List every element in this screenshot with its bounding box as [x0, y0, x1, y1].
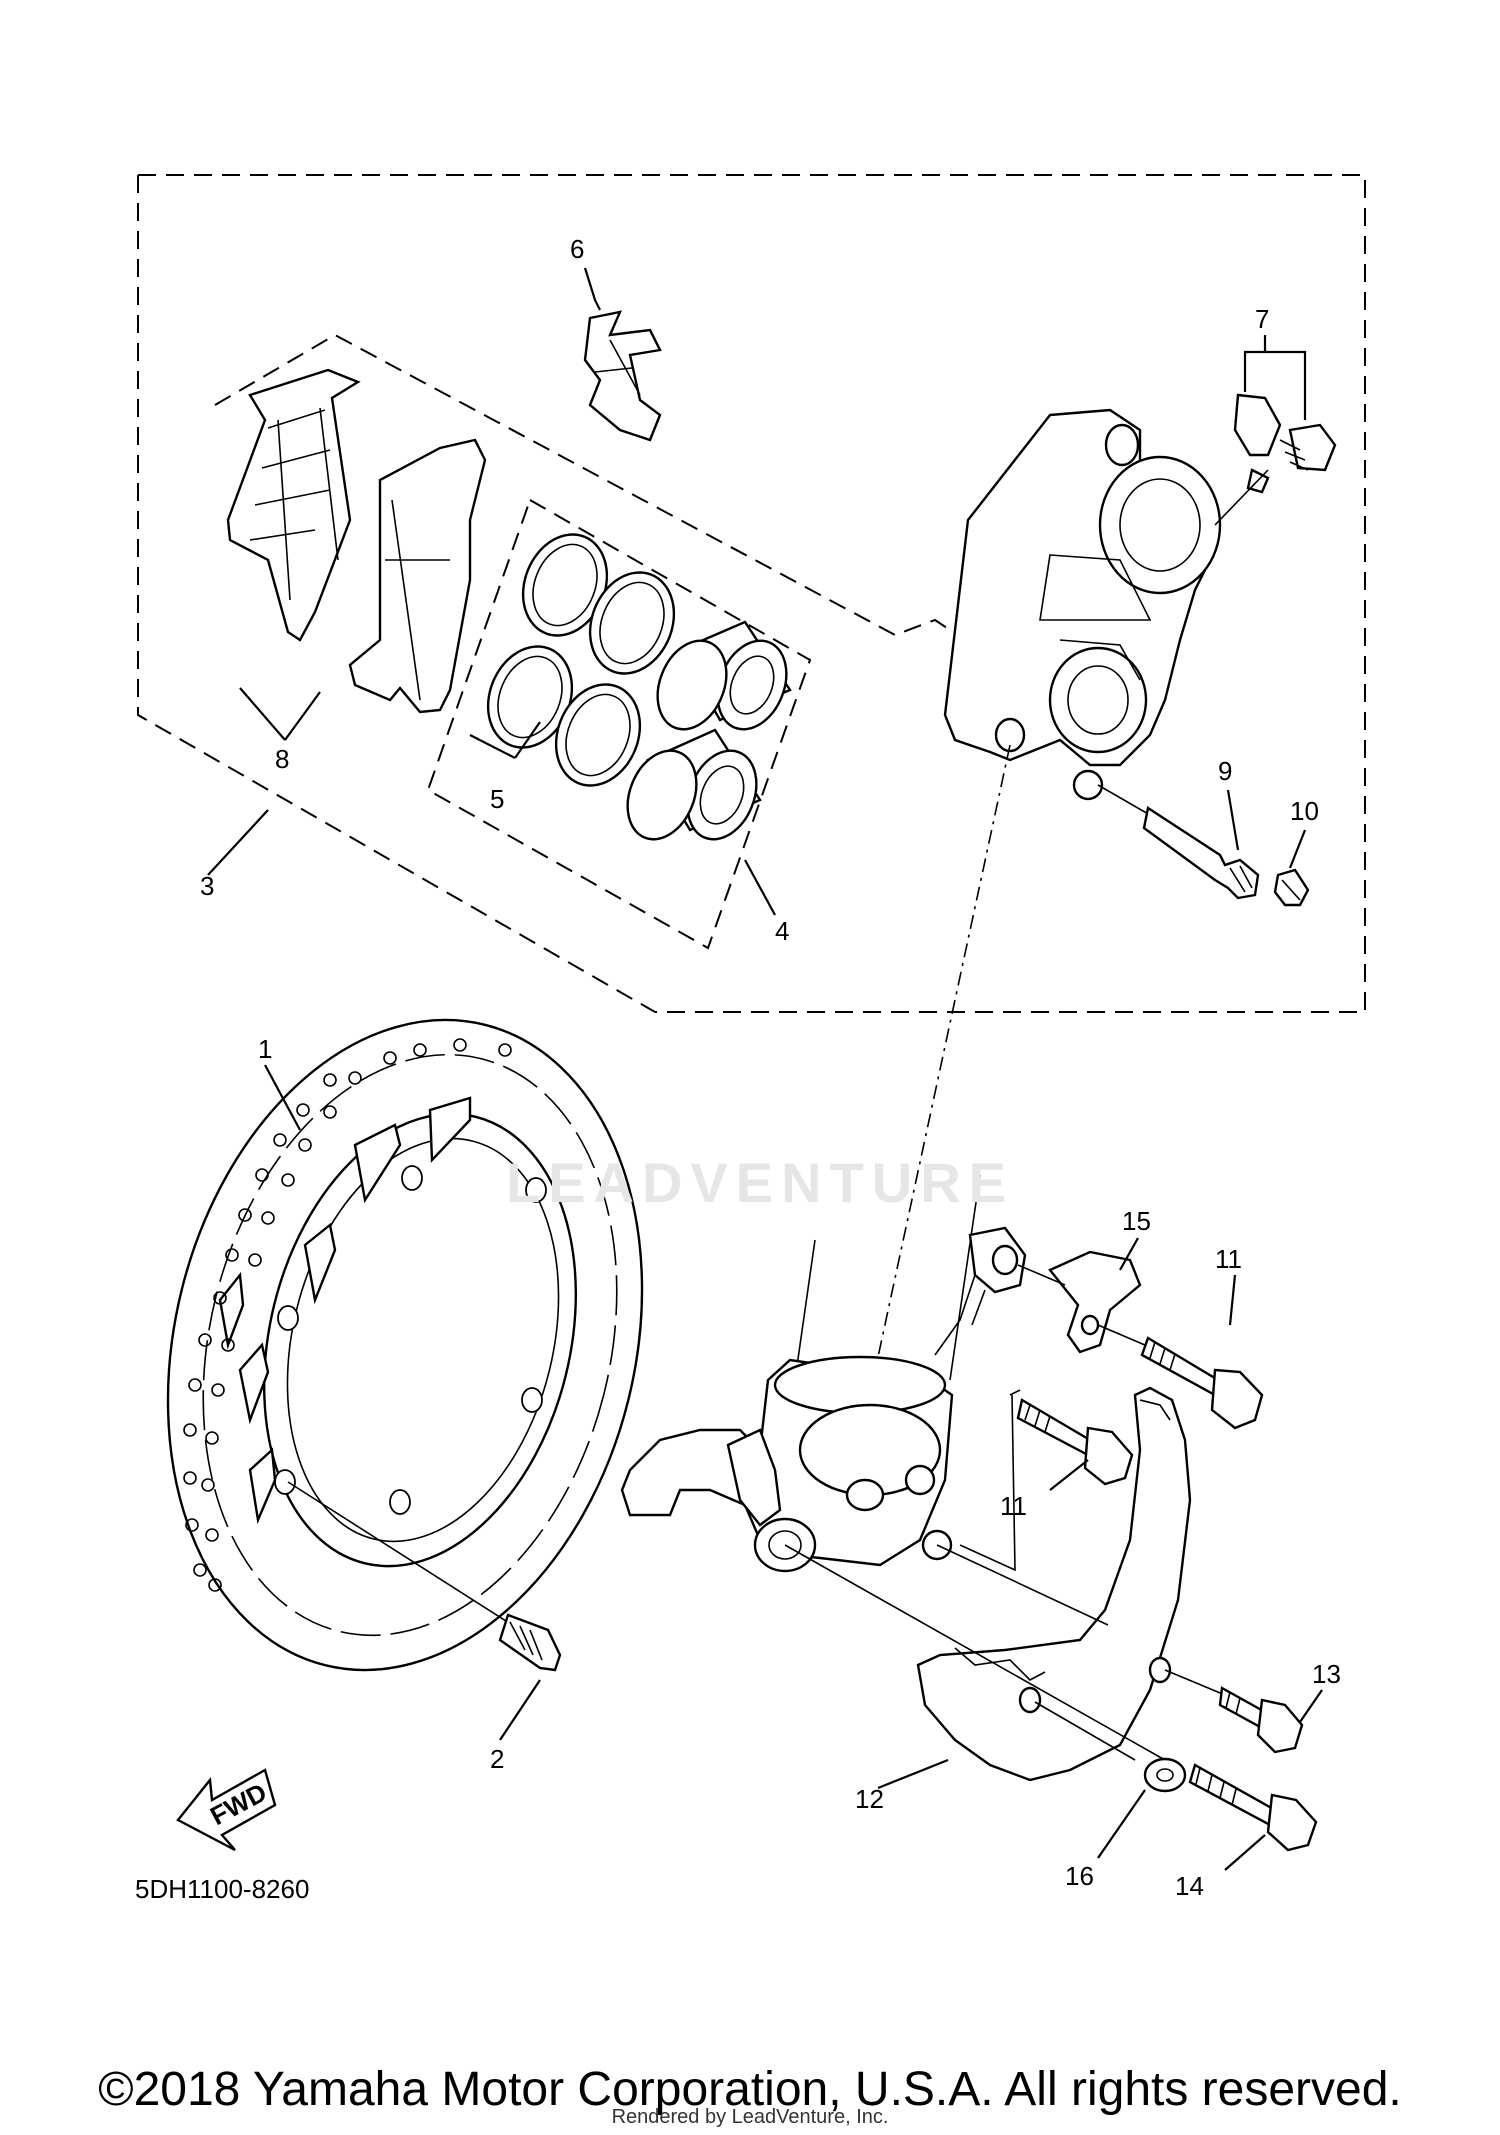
- pad-spring: [583, 310, 662, 442]
- bolt-lower: [1016, 1398, 1134, 1486]
- diagram-code: 5DH1100-8260: [135, 1874, 309, 1904]
- bleed-screw: [1214, 393, 1337, 526]
- callout-leaders: [207, 267, 1323, 1871]
- callout-11-upper: 11: [1215, 1244, 1242, 1274]
- piston-seals: [486, 533, 676, 787]
- rendered-by-credit: Rendered by LeadVenture, Inc.: [611, 2106, 889, 2128]
- callout-3: 3: [200, 871, 214, 901]
- bolt-upper: [1140, 1336, 1264, 1430]
- watermark: LEADVENTURE: [505, 1151, 1015, 1214]
- callout-10: 10: [1290, 796, 1319, 826]
- leader-lines: [784, 1264, 1226, 1761]
- disc-guard: [916, 1386, 1192, 1782]
- callout-15: 15: [1122, 1206, 1151, 1236]
- front-fork: [620, 1174, 1027, 1573]
- brake-caliper: [943, 408, 1222, 801]
- pin-plug: [1273, 868, 1310, 907]
- forward-arrow-icon: FWD: [176, 1768, 277, 1852]
- guard-bracket: [1048, 1250, 1142, 1354]
- washer: [1143, 1757, 1187, 1793]
- guard-bolt-13: [1218, 1686, 1304, 1754]
- callout-6: 6: [570, 234, 584, 264]
- callout-4: 4: [775, 916, 789, 946]
- brake-pad-inner: [348, 438, 487, 714]
- caliper-pistons: [626, 620, 792, 841]
- caliper-assembly-boundary: [137, 174, 1366, 1013]
- callouts: 6 7 8 5 3 4 9 10 1 15 11 11 2 13 12 16 1…: [200, 234, 1341, 1901]
- callout-14: 14: [1175, 1871, 1204, 1901]
- brake-pad-outer: [226, 368, 361, 642]
- disc-bolt: [287, 1481, 562, 1672]
- caliper-pin: [1097, 784, 1260, 900]
- callout-9: 9: [1218, 756, 1232, 786]
- callout-8: 8: [275, 744, 289, 774]
- callout-13: 13: [1312, 1659, 1341, 1689]
- callout-7: 7: [1255, 304, 1269, 334]
- callout-16: 16: [1065, 1861, 1094, 1891]
- brake-disc: [166, 1018, 644, 1672]
- guard-bolt-14: [1188, 1763, 1318, 1852]
- copyright-footer: ©2018 Yamaha Motor Corporation, U.S.A. A…: [98, 2063, 1402, 2116]
- callout-1: 1: [258, 1034, 272, 1064]
- callout-11-lower: 11: [1000, 1491, 1027, 1521]
- callout-2: 2: [490, 1744, 504, 1774]
- callout-5: 5: [490, 784, 504, 814]
- callout-12: 12: [855, 1784, 884, 1814]
